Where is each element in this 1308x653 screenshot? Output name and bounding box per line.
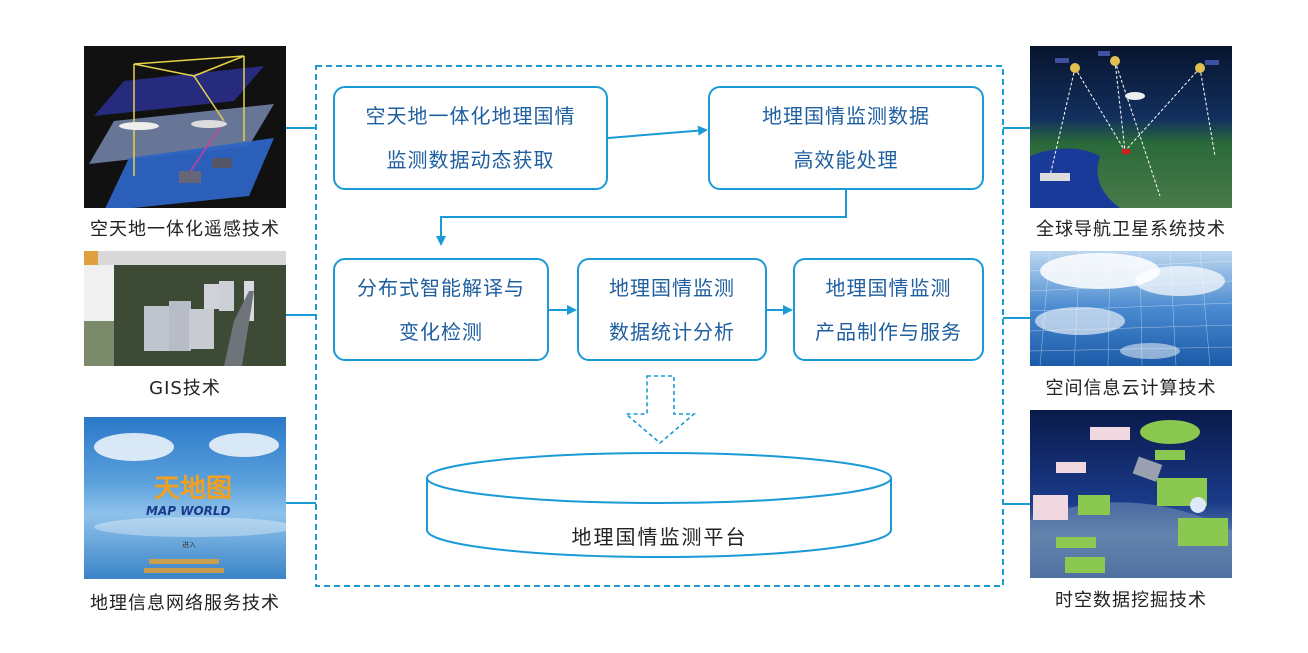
flow-step-3-line-1: 分布式智能解译与 xyxy=(357,275,525,300)
flow-step-5-line-2: 产品制作与服务 xyxy=(815,319,962,344)
tech-tile-cloud-computing: 空间信息云计算技术 xyxy=(1030,251,1232,401)
arrow-step1-to-step2 xyxy=(607,125,708,139)
dashed-container-border xyxy=(315,65,1004,587)
tech-label-cloud-computing: 空间信息云计算技术 xyxy=(1045,378,1217,399)
map-world-enter-label: 进入 xyxy=(182,541,196,549)
database-cylinder-icon xyxy=(426,452,892,558)
map-world-portal-image: 天地图 MAP WORLD 进入 xyxy=(84,417,286,579)
flow-step-2-line-2: 高效能处理 xyxy=(793,148,899,172)
dashed-down-arrow-icon xyxy=(623,375,697,445)
flow-step-2: 地理国情监测数据 高效能处理 xyxy=(708,86,984,190)
tech-label-gnss: 全球导航卫星系统技术 xyxy=(1036,219,1226,240)
map-world-logo-subtitle: MAP WORLD xyxy=(146,504,231,518)
tech-tile-remote-sensing: 空天地一体化遥感技术 xyxy=(84,46,286,246)
flow-step-5: 地理国情监测 产品制作与服务 xyxy=(793,258,984,361)
map-world-logo-title: 天地图 xyxy=(154,474,232,504)
tech-label-data-mining: 时空数据挖掘技术 xyxy=(1055,590,1207,611)
cloud-grid-image xyxy=(1030,251,1232,366)
platform-label: 地理国情监测平台 xyxy=(571,525,748,549)
gnss-satellites-image xyxy=(1030,46,1232,208)
tech-label-map-world: 地理信息网络服务技术 xyxy=(90,593,280,614)
flow-step-1: 空天地一体化地理国情 监测数据动态获取 xyxy=(333,86,608,190)
flow-step-4: 地理国情监测 数据统计分析 xyxy=(577,258,767,361)
flow-step-3-line-2: 变化检测 xyxy=(399,319,483,344)
flow-step-5-line-1: 地理国情监测 xyxy=(825,275,952,300)
flow-step-2-line-1: 地理国情监测数据 xyxy=(762,104,930,128)
remote-sensing-layers-image xyxy=(84,46,286,208)
tech-label-remote-sensing: 空天地一体化遥感技术 xyxy=(90,219,280,240)
flow-step-3: 分布式智能解译与 变化检测 xyxy=(333,258,549,361)
arrow-step2-to-step3 xyxy=(436,190,847,246)
tech-tile-gis: GIS技术 xyxy=(84,251,286,401)
flow-step-4-line-1: 地理国情监测 xyxy=(609,275,735,300)
spatiotemporal-mining-image xyxy=(1030,410,1232,578)
gis-3d-city-image xyxy=(84,251,286,366)
tech-tile-map-world: 天地图 MAP WORLD 进入 地理信息网络服务技术 xyxy=(84,417,286,617)
flow-step-4-line-2: 数据统计分析 xyxy=(609,319,735,344)
tech-label-gis: GIS技术 xyxy=(149,378,221,399)
flow-step-1-line-1: 空天地一体化地理国情 xyxy=(365,104,576,128)
tech-tile-data-mining: 时空数据挖掘技术 xyxy=(1030,410,1232,615)
tech-tile-gnss: 全球导航卫星系统技术 xyxy=(1030,46,1232,246)
flow-step-1-line-2: 监测数据动态获取 xyxy=(386,148,555,172)
